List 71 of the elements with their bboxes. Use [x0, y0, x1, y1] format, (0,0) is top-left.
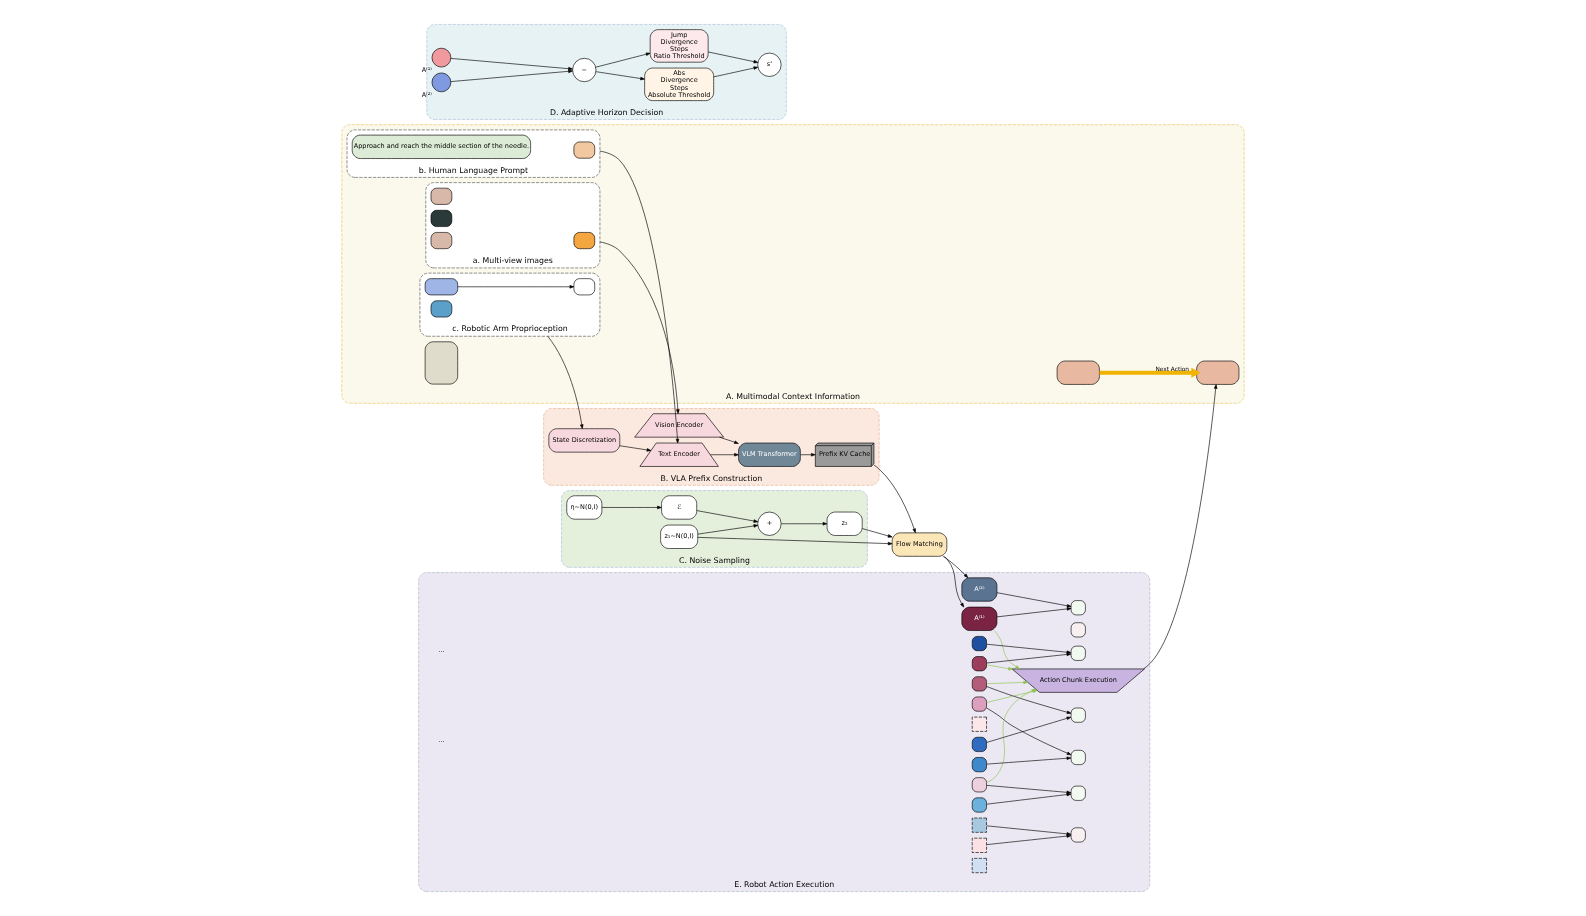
arrow: [986, 652, 1072, 664]
arrow: [599, 241, 680, 414]
node-box: [971, 797, 987, 813]
node-box: [1070, 827, 1086, 843]
node-box: [430, 232, 453, 250]
node-box: [1056, 360, 1100, 385]
arrow: [986, 792, 1072, 805]
arrow: [1099, 367, 1201, 378]
node-box: [1070, 600, 1086, 616]
arrow: [601, 505, 662, 510]
node-box: [1070, 707, 1086, 723]
arrow: [986, 664, 1013, 671]
arrow: [862, 528, 893, 538]
arrow: [1143, 384, 1218, 670]
arrow: [996, 592, 1072, 608]
arrow: [986, 834, 1072, 845]
node-box: [424, 278, 458, 296]
node-box: [1070, 749, 1086, 765]
node-box: [1070, 785, 1086, 801]
arrow: [595, 52, 651, 68]
node-box: [971, 656, 987, 672]
node-box: [971, 837, 987, 853]
node-box: [430, 187, 453, 205]
arrow: [450, 58, 573, 71]
node-circle: [431, 47, 452, 68]
arrow: [944, 556, 965, 608]
node-box: [1196, 360, 1240, 385]
node-box: [573, 278, 596, 296]
node-box: [430, 300, 453, 318]
node-box: [971, 757, 987, 773]
arrow: [450, 69, 573, 82]
arrow: [986, 785, 1072, 795]
node-box: [971, 716, 987, 732]
arrow: [710, 453, 739, 457]
node-box: [573, 232, 596, 250]
arrow: [986, 643, 1072, 654]
arrow: [996, 607, 1072, 618]
node-box: [573, 141, 596, 159]
arrow: [986, 707, 1072, 756]
node-box: [430, 209, 453, 227]
node-box: [971, 696, 987, 712]
node-box: [971, 736, 987, 752]
node-circle: [431, 72, 452, 93]
arrow: [547, 335, 584, 429]
node-box: [1070, 645, 1086, 661]
arrow: [781, 522, 828, 526]
arrow: [800, 453, 816, 457]
node-box: [424, 341, 458, 385]
node-box: [971, 777, 987, 793]
arrow: [599, 150, 680, 444]
arrow: [994, 630, 1020, 670]
arrow: [986, 680, 1028, 685]
arrow: [697, 524, 759, 535]
arrow: [457, 285, 575, 289]
arrow: [707, 51, 759, 64]
arrow: [595, 71, 645, 81]
arrow: [619, 445, 652, 452]
arrow: [986, 716, 1072, 743]
arrow: [873, 464, 916, 534]
arrow: [697, 537, 893, 546]
node-box: [971, 676, 987, 692]
arrow: [696, 510, 759, 523]
node-box: [971, 858, 987, 873]
arrow: [986, 756, 1072, 765]
arrow: [713, 66, 759, 78]
node-box: [971, 636, 987, 652]
node-box: [971, 817, 987, 833]
arrow: [942, 556, 969, 578]
arrow: [986, 825, 1072, 836]
node-box: [1070, 622, 1086, 638]
arrow: [719, 436, 739, 444]
